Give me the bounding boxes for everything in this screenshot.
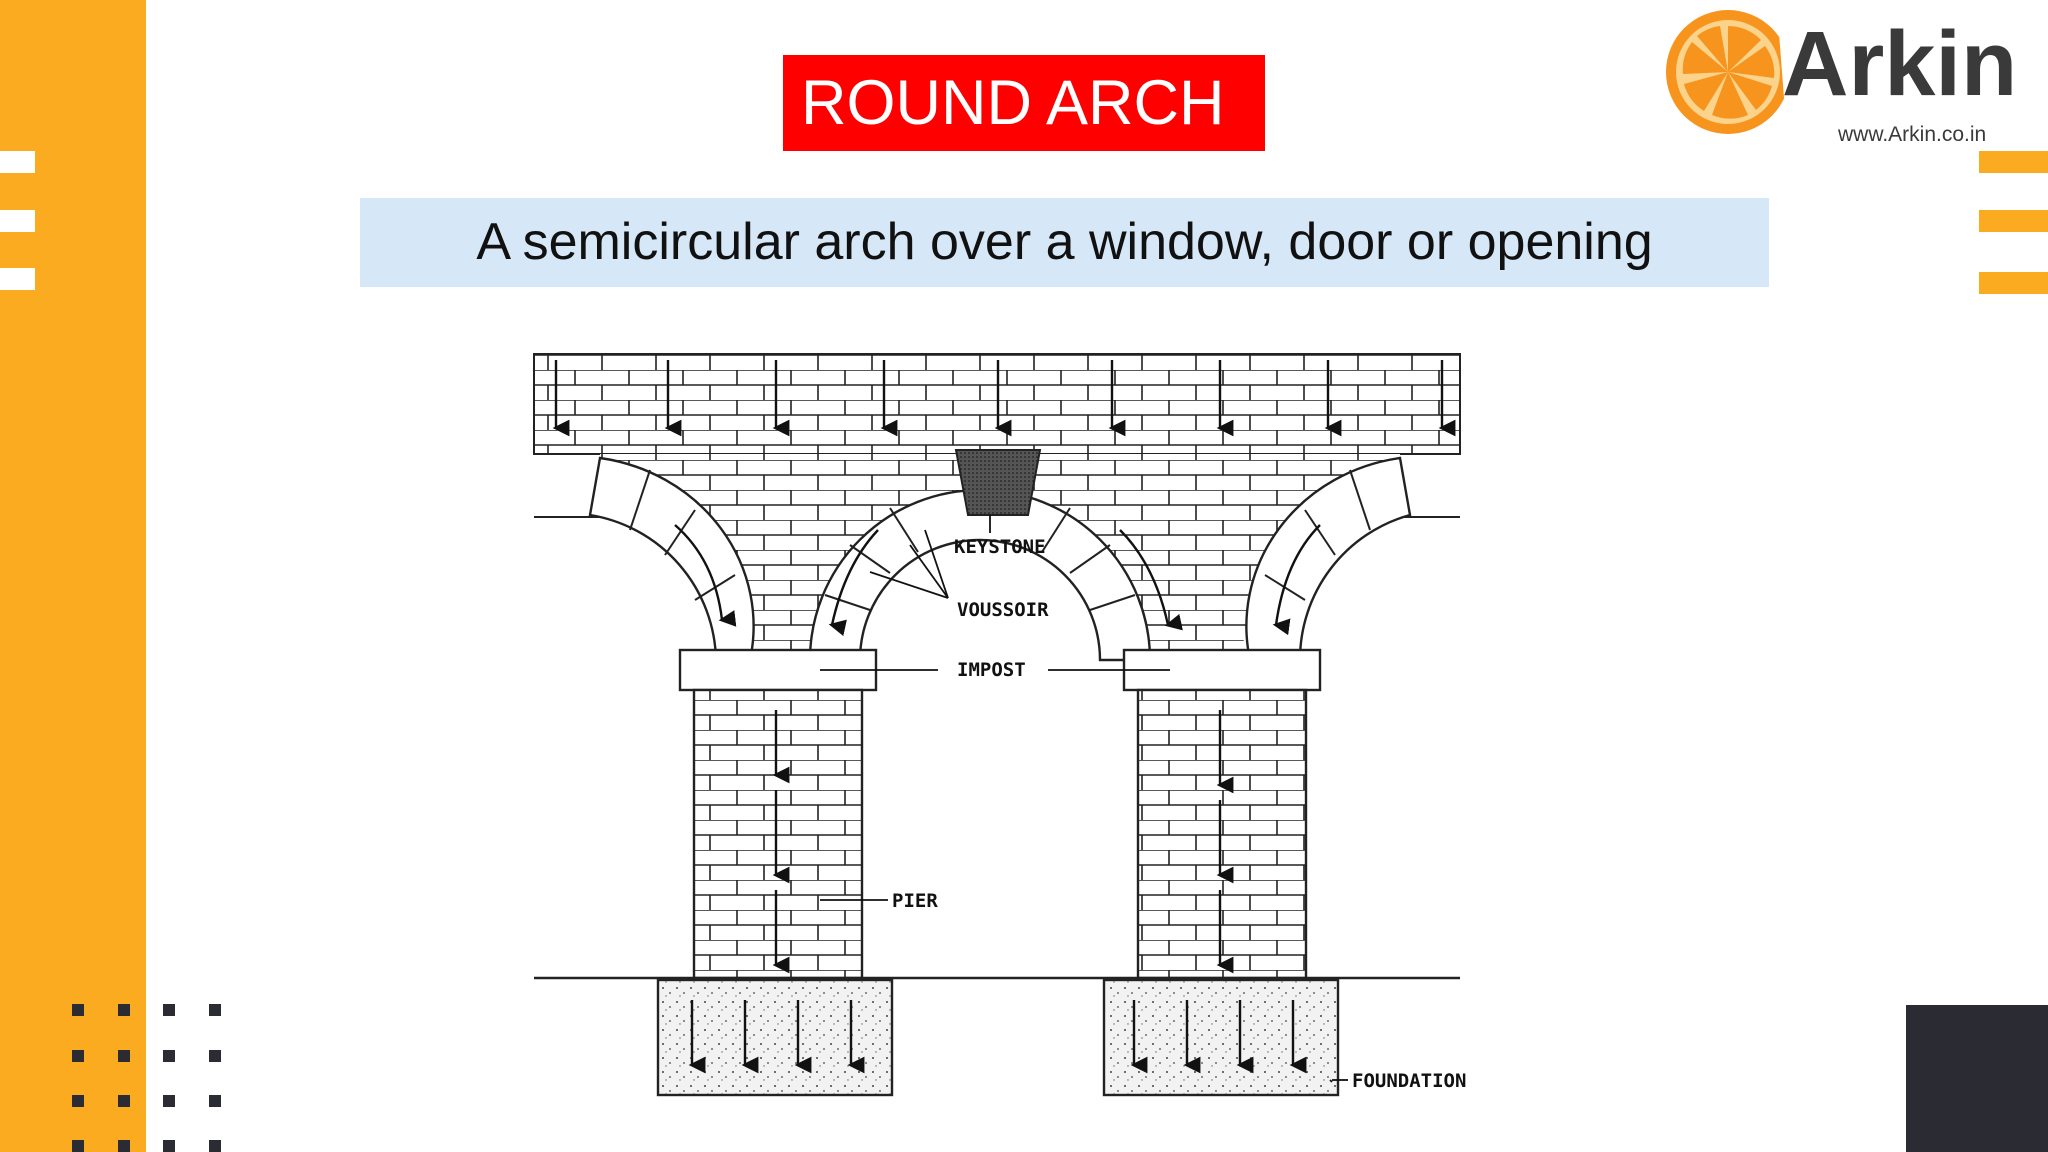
pier-right bbox=[1136, 688, 1308, 980]
label-pier: PIER bbox=[892, 890, 938, 912]
label-foundation: FOUNDATION bbox=[1352, 1070, 1466, 1092]
pier-left bbox=[692, 688, 864, 980]
logo-wordmark: Arkin bbox=[1782, 13, 2018, 115]
right-decor-bar bbox=[1979, 272, 2048, 294]
foundation-left bbox=[656, 978, 894, 1097]
left-accent-band bbox=[0, 0, 146, 1152]
label-keystone: KEYSTONE bbox=[954, 536, 1046, 558]
slide-title: ROUND ARCH bbox=[783, 55, 1265, 151]
load-arrows bbox=[552, 360, 1456, 1074]
label-voussoir: VOUSSOIR bbox=[957, 599, 1049, 621]
label-impost: IMPOST bbox=[957, 659, 1026, 681]
dark-corner-block bbox=[1906, 1005, 2048, 1152]
left-decor-bar bbox=[0, 151, 35, 173]
orange-slice-icon bbox=[1666, 3, 1788, 150]
logo-url: www.Arkin.co.in bbox=[1838, 123, 1987, 146]
brand-logo: Arkin www.Arkin.co.in bbox=[1660, 0, 2018, 152]
slide-subtitle: A semicircular arch over a window, door … bbox=[360, 198, 1769, 287]
left-decor-bar bbox=[0, 210, 35, 232]
foundation-right bbox=[1102, 978, 1340, 1097]
left-decor-bar bbox=[0, 268, 35, 290]
right-decor-bar bbox=[1979, 210, 2048, 232]
keystone bbox=[954, 449, 1042, 516]
right-decor-bar bbox=[1979, 151, 2048, 173]
round-arch-diagram: KEYSTONE VOUSSOIR IMPOST PIER FOUNDATION bbox=[533, 353, 1466, 1097]
arch-ring-right bbox=[1245, 456, 1412, 662]
arch-ring-center bbox=[808, 488, 1152, 662]
